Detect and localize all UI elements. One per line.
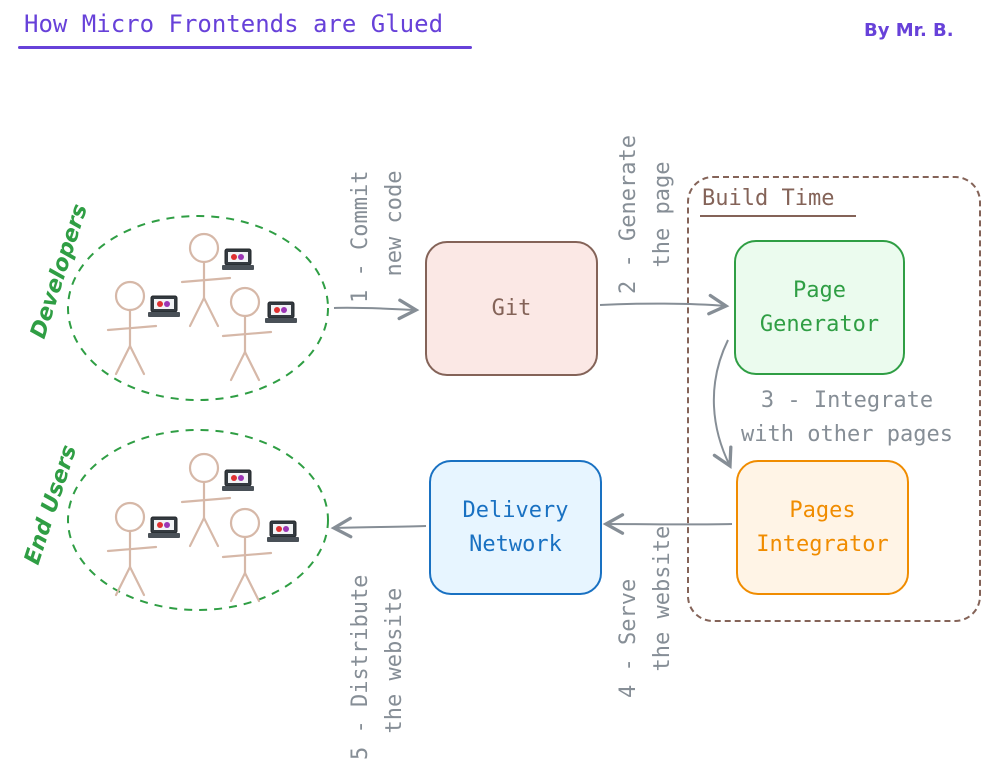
build-time-label: Build Time bbox=[702, 186, 835, 211]
arrow-integrate bbox=[712, 339, 733, 470]
page-generator-node: Page Generator bbox=[734, 240, 905, 375]
arrow-commit bbox=[333, 298, 420, 321]
developer-figure bbox=[180, 232, 255, 328]
git-node: Git bbox=[425, 241, 598, 376]
commit-label: 1 - Commit new code bbox=[348, 170, 407, 303]
developer-figure bbox=[221, 286, 298, 382]
build-time-underline bbox=[700, 215, 856, 217]
end-users-group-ellipse bbox=[67, 429, 329, 611]
end-user-figure bbox=[180, 452, 255, 548]
author-credit: By Mr. B. bbox=[864, 20, 954, 41]
developers-group-ellipse bbox=[67, 215, 329, 401]
integrate-label: 3 - Integrate with other pages bbox=[741, 388, 953, 447]
arrow-distribute bbox=[330, 516, 427, 539]
end-user-figure bbox=[106, 501, 181, 597]
pages-integrator-node: Pages Integrator bbox=[736, 460, 909, 595]
serve-label: 4 - Serve the website bbox=[616, 525, 675, 698]
arrow-generate bbox=[599, 293, 730, 316]
delivery-network-node: Delivery Network bbox=[429, 460, 602, 595]
distribute-label: 5 - Distribute the website bbox=[348, 574, 407, 760]
build-time-frame bbox=[687, 176, 981, 622]
developer-figure bbox=[106, 280, 181, 376]
diagram-title: How Micro Frontends are Glued bbox=[24, 10, 444, 38]
generate-label: 2 - Generate the page bbox=[616, 135, 675, 294]
title-underline bbox=[18, 46, 472, 49]
end-user-figure bbox=[221, 507, 300, 603]
